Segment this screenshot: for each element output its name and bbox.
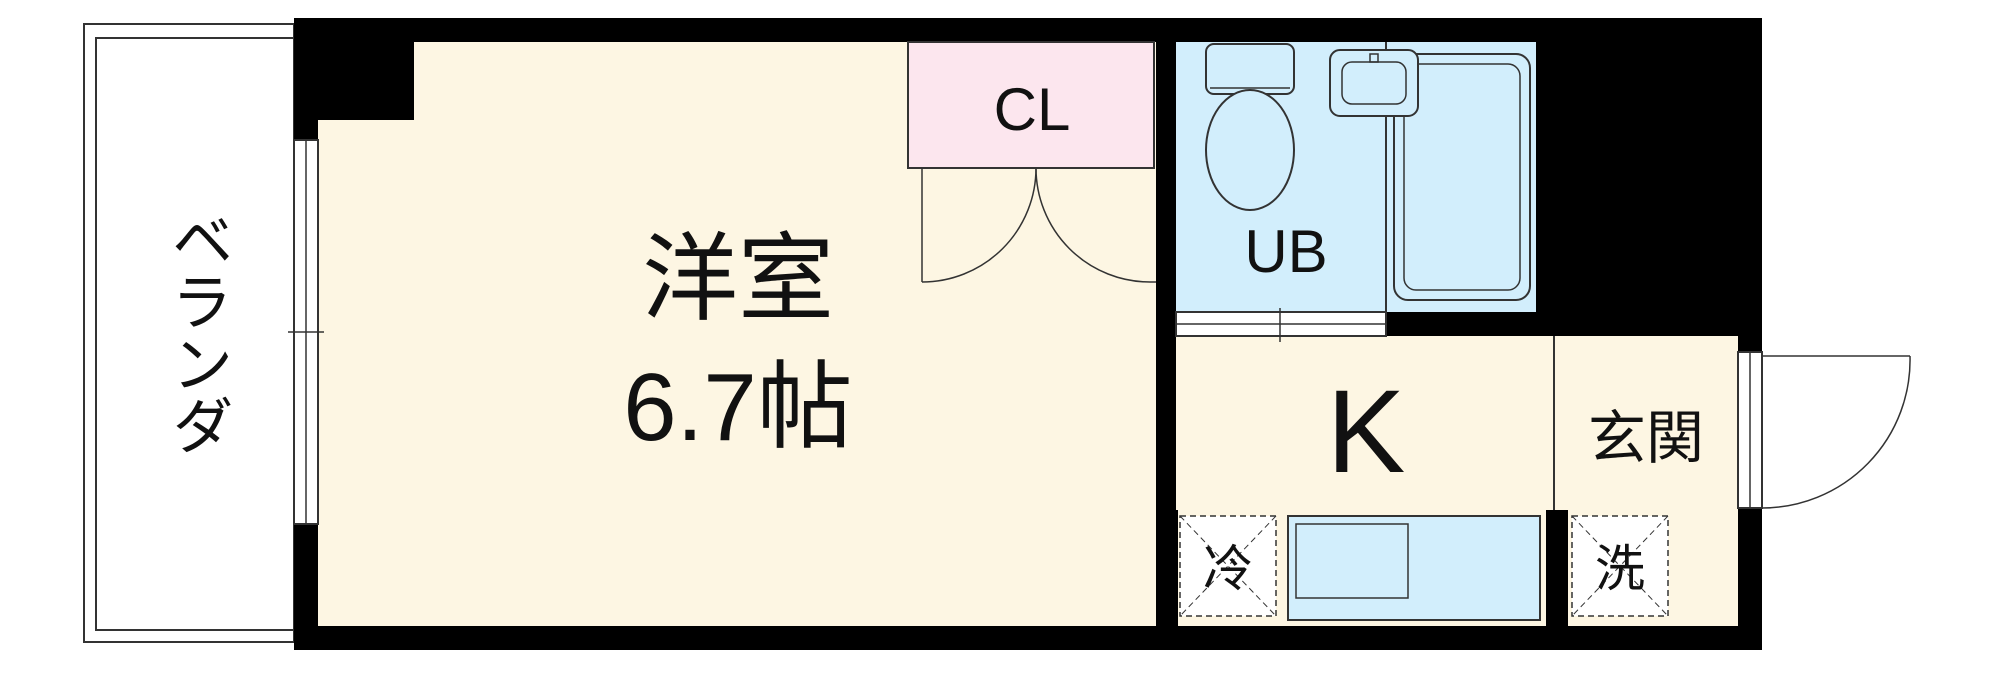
closet-label: CL bbox=[994, 76, 1071, 143]
closet-area bbox=[907, 41, 1155, 169]
partition-wall-bath bbox=[1536, 42, 1738, 336]
fridge-space bbox=[1179, 515, 1277, 617]
bathtub bbox=[1393, 53, 1531, 301]
partition-wall-kitchen bbox=[1156, 510, 1178, 626]
fridge-label: 冷 bbox=[1203, 541, 1253, 597]
balcony-label: ベランダ bbox=[162, 208, 231, 456]
washer-label: 洗 bbox=[1595, 541, 1645, 597]
front-door bbox=[1737, 351, 1911, 509]
bath-door bbox=[1175, 308, 1387, 342]
washer-space bbox=[1571, 515, 1669, 617]
closet-doors bbox=[921, 167, 1156, 283]
western-room-size: 6.7帖 bbox=[623, 354, 852, 461]
kitchen-label: K bbox=[1327, 366, 1406, 498]
entrance-label: 玄関 bbox=[1588, 406, 1704, 471]
corner-pillar bbox=[318, 42, 414, 120]
balcony-window bbox=[288, 139, 324, 525]
western-room-name: 洋室 bbox=[642, 226, 834, 333]
unit-bath-label: UB bbox=[1244, 218, 1327, 285]
partition-wall-closet bbox=[1156, 42, 1176, 336]
wash-basin bbox=[1329, 49, 1419, 117]
partition-wall-entrance bbox=[1546, 510, 1568, 626]
balcony bbox=[83, 23, 295, 643]
toilet bbox=[1205, 43, 1295, 211]
kitchen-counter bbox=[1287, 515, 1541, 621]
